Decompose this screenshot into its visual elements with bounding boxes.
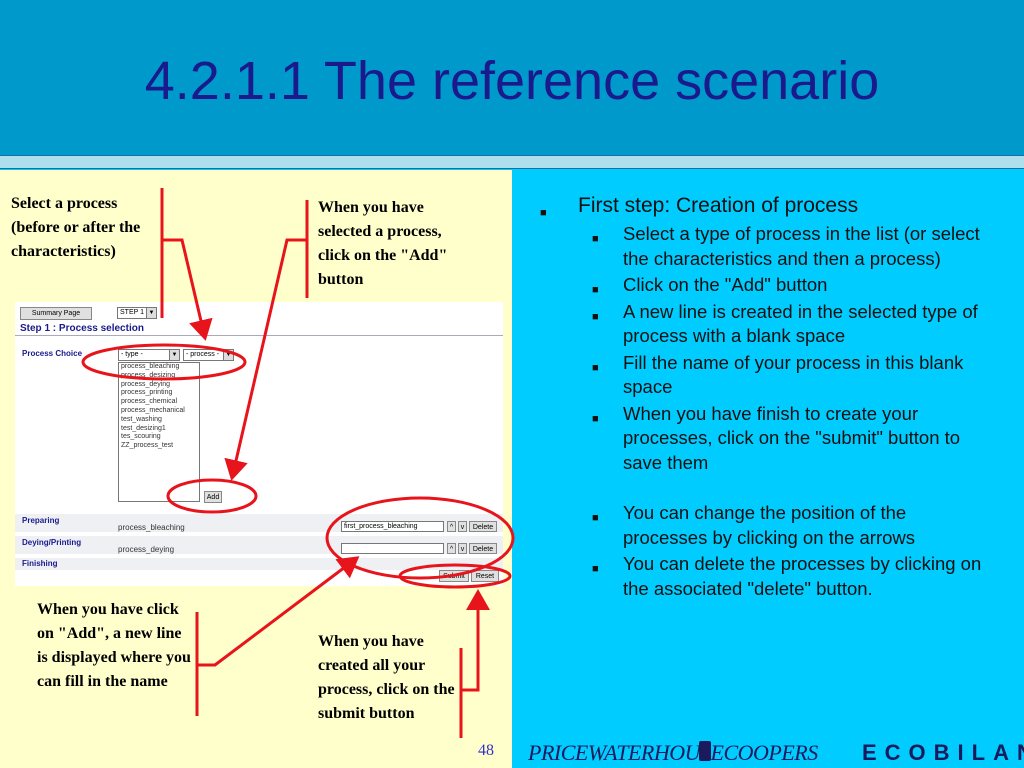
square-bullet-icon: ■ bbox=[592, 563, 599, 575]
step-select[interactable]: STEP 1▼ bbox=[117, 307, 157, 319]
callout-submit: When you have created all your process, … bbox=[318, 633, 455, 722]
arrow-pointer-icon bbox=[197, 556, 360, 667]
callout-select-process: Select a process (before or after the ch… bbox=[11, 195, 141, 260]
highlight-ellipse-submit bbox=[398, 563, 512, 589]
name-field-preparing[interactable]: first_process_bleaching bbox=[341, 521, 444, 532]
process-select[interactable]: - process -▼ bbox=[183, 349, 234, 361]
bullet-item: ■ Click on the "Add" button bbox=[540, 273, 990, 298]
list-item[interactable]: process_deying bbox=[121, 380, 171, 388]
list-item[interactable]: test_washing bbox=[121, 415, 162, 423]
highlight-ellipse-rows bbox=[325, 496, 515, 580]
step-heading: Step 1 : Process selection bbox=[20, 323, 144, 334]
process-choice-label: Process Choice bbox=[22, 349, 83, 358]
bullet-item: ■ Fill the name of your process in this b… bbox=[540, 351, 990, 400]
chevron-down-icon: ▼ bbox=[169, 350, 179, 360]
section-label-deying: Deying/Printing bbox=[22, 538, 82, 547]
reset-button[interactable]: Reset bbox=[471, 570, 499, 582]
bullet-item: ■ You can change the position of the proc… bbox=[540, 501, 990, 550]
bullet-item-text: You can delete the processes by clicking… bbox=[623, 553, 982, 599]
list-item[interactable]: tes_scouring bbox=[121, 433, 161, 441]
square-bullet-icon: ■ bbox=[540, 207, 547, 219]
process-select-value: - process - bbox=[186, 351, 220, 358]
bullet-item: ■ You can delete the processes by clickin… bbox=[540, 552, 990, 601]
bullet-main-text: First step: Creation of process bbox=[578, 194, 859, 217]
process-name-deying: process_deying bbox=[118, 545, 175, 554]
list-item[interactable]: process_mechanical bbox=[121, 406, 185, 414]
bullet-item-text: You can change the position of the proce… bbox=[623, 502, 916, 548]
app-screenshot: Summary Page STEP 1▼ Step 1 : Process se… bbox=[15, 302, 503, 586]
bullet-item-text: Fill the name of your process in this bl… bbox=[623, 351, 964, 398]
header-divider bbox=[0, 155, 1024, 169]
list-item[interactable]: process_bleaching bbox=[121, 363, 180, 370]
section-label-preparing: Preparing bbox=[22, 516, 60, 525]
move-up-button[interactable]: ^ bbox=[447, 521, 456, 532]
bullet-main: ■ First step: Creation of process bbox=[540, 192, 990, 220]
process-name-preparing: process_bleaching bbox=[118, 523, 185, 532]
delete-button[interactable]: Delete bbox=[469, 521, 497, 532]
chevron-down-icon: ▼ bbox=[223, 350, 233, 360]
bullet-item: ■ A new line is created in the selected t… bbox=[540, 300, 990, 349]
list-item[interactable]: test_desizing1 bbox=[121, 424, 166, 432]
arrow-pointer-icon bbox=[461, 589, 490, 692]
bullet-item-text: A new line is created in the selected ty… bbox=[623, 300, 978, 347]
chevron-down-icon: ▼ bbox=[146, 308, 156, 318]
slide-title: 4.2.1.1 The reference scenario bbox=[144, 51, 880, 111]
step-select-value: STEP 1 bbox=[120, 309, 144, 316]
summary-page-button[interactable]: Summary Page bbox=[20, 307, 92, 320]
highlight-ellipse-selects bbox=[81, 343, 247, 381]
pwc-logo: PRICEWATERHOUSECOOPERS bbox=[528, 740, 818, 765]
list-item[interactable]: process_printing bbox=[121, 389, 173, 397]
list-item[interactable]: process_chemical bbox=[121, 398, 178, 406]
square-bullet-icon: ■ bbox=[592, 512, 599, 524]
arrow-pointer-icon bbox=[224, 238, 307, 481]
square-bullet-icon: ■ bbox=[592, 284, 599, 296]
step-divider bbox=[15, 335, 503, 336]
move-up-button[interactable]: ^ bbox=[447, 543, 456, 554]
bullet-list: ■ First step: Creation of process ■ Select… bbox=[540, 192, 990, 601]
highlight-ellipse-add bbox=[166, 478, 258, 514]
slide-header bbox=[0, 0, 1024, 155]
name-field-deying[interactable] bbox=[341, 543, 444, 554]
square-bullet-icon: ■ bbox=[592, 412, 599, 425]
process-listbox[interactable]: process_bleaching process_desizing proce… bbox=[118, 362, 200, 502]
square-bullet-icon: ■ bbox=[592, 233, 599, 245]
type-select-value: - type - bbox=[121, 351, 143, 358]
callout-new-line: When you have click on "Add", a new line… bbox=[37, 601, 191, 690]
list-item[interactable]: ZZ_process_test bbox=[121, 442, 174, 450]
arrow-pointer-icon bbox=[162, 238, 213, 341]
bullet-item-text: When you have finish to create your proc… bbox=[623, 402, 961, 473]
list-item[interactable]: process_desizing bbox=[121, 371, 176, 379]
section-label-finishing: Finishing bbox=[22, 559, 58, 568]
section-row-finishing bbox=[15, 558, 503, 570]
ecobilan-logo: ECOBILAN bbox=[862, 740, 1024, 765]
square-bullet-icon: ■ bbox=[592, 310, 599, 323]
type-select[interactable]: - type - ▼ bbox=[118, 349, 180, 361]
callout-click-add: When you have selected a process, click … bbox=[318, 199, 448, 288]
delete-button[interactable]: Delete bbox=[469, 543, 497, 554]
square-bullet-icon: ■ bbox=[592, 361, 599, 374]
bullet-item: ■ Select a type of process in the list (o… bbox=[540, 222, 990, 271]
add-button[interactable]: Add bbox=[204, 491, 222, 503]
move-down-button[interactable]: v bbox=[458, 543, 467, 554]
pwc-logo-mark bbox=[699, 741, 711, 761]
page-number: 48 bbox=[478, 742, 494, 759]
move-down-button[interactable]: v bbox=[458, 521, 467, 532]
bullet-item-text: Click on the "Add" button bbox=[623, 274, 828, 295]
bullet-item: ■ When you have finish to create your pro… bbox=[540, 402, 990, 476]
bullet-item-text: Select a type of process in the list (or… bbox=[623, 223, 980, 269]
